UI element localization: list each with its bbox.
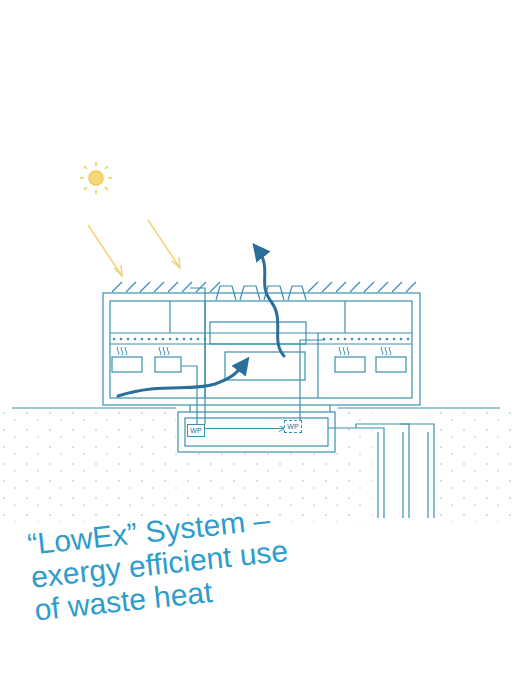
collector-hatch bbox=[168, 282, 178, 292]
dot bbox=[183, 338, 186, 341]
collector-hatch bbox=[126, 282, 136, 292]
dot bbox=[351, 338, 354, 341]
dot bbox=[393, 338, 396, 341]
collector-hatch bbox=[322, 282, 332, 292]
collector-hatch bbox=[140, 282, 150, 292]
dot bbox=[337, 338, 340, 341]
dot bbox=[379, 338, 382, 341]
dot bbox=[148, 338, 151, 341]
dot bbox=[365, 338, 368, 341]
heat-pump-box: WP bbox=[187, 424, 205, 437]
pipe-connector bbox=[205, 428, 284, 429]
collector-hatch bbox=[392, 282, 402, 292]
heat-wave bbox=[163, 347, 165, 355]
building bbox=[103, 282, 434, 518]
collector-hatch bbox=[182, 282, 192, 292]
collector-hatch bbox=[364, 282, 374, 292]
dot bbox=[344, 338, 347, 341]
dot bbox=[323, 338, 326, 341]
collector-hatch bbox=[378, 282, 388, 292]
sun bbox=[80, 162, 112, 194]
dot bbox=[190, 338, 193, 341]
dot bbox=[176, 338, 179, 341]
heat-wave bbox=[121, 347, 123, 355]
collector-hatch bbox=[112, 282, 122, 292]
node-label: WP bbox=[190, 427, 201, 434]
heat-symbols bbox=[117, 347, 391, 355]
dot bbox=[358, 338, 361, 341]
heat-wave bbox=[125, 347, 127, 355]
heat-wave bbox=[339, 347, 341, 355]
basement-clear bbox=[176, 405, 338, 453]
dotted-row bbox=[113, 338, 410, 341]
dot bbox=[197, 338, 200, 341]
heat-wave bbox=[167, 347, 169, 355]
dot bbox=[127, 338, 130, 341]
heat-wave bbox=[347, 347, 349, 355]
heat-wave bbox=[381, 347, 383, 355]
collector-hatch bbox=[406, 282, 416, 292]
dot bbox=[204, 338, 207, 341]
node-label: WP bbox=[287, 423, 298, 430]
collector-hatch bbox=[308, 282, 318, 292]
dot bbox=[372, 338, 375, 341]
heat-wave bbox=[117, 347, 119, 355]
dot bbox=[169, 338, 172, 341]
dot bbox=[113, 338, 116, 341]
collector-hatch bbox=[350, 282, 360, 292]
dot bbox=[162, 338, 165, 341]
dot bbox=[141, 338, 144, 341]
heat-wave bbox=[385, 347, 387, 355]
dot bbox=[330, 338, 333, 341]
dot bbox=[407, 338, 410, 341]
sun-ray-arrows bbox=[88, 220, 180, 276]
heat-wave bbox=[389, 347, 391, 355]
heat-wave bbox=[159, 347, 161, 355]
heat-pump-box: WP bbox=[284, 420, 302, 433]
dot bbox=[120, 338, 123, 341]
heat-wave bbox=[343, 347, 345, 355]
collector-hatch bbox=[154, 282, 164, 292]
air-flow-arrows bbox=[118, 250, 284, 396]
collector-hatch bbox=[336, 282, 346, 292]
dot bbox=[134, 338, 137, 341]
dot bbox=[400, 338, 403, 341]
dot bbox=[155, 338, 158, 341]
dot bbox=[386, 338, 389, 341]
